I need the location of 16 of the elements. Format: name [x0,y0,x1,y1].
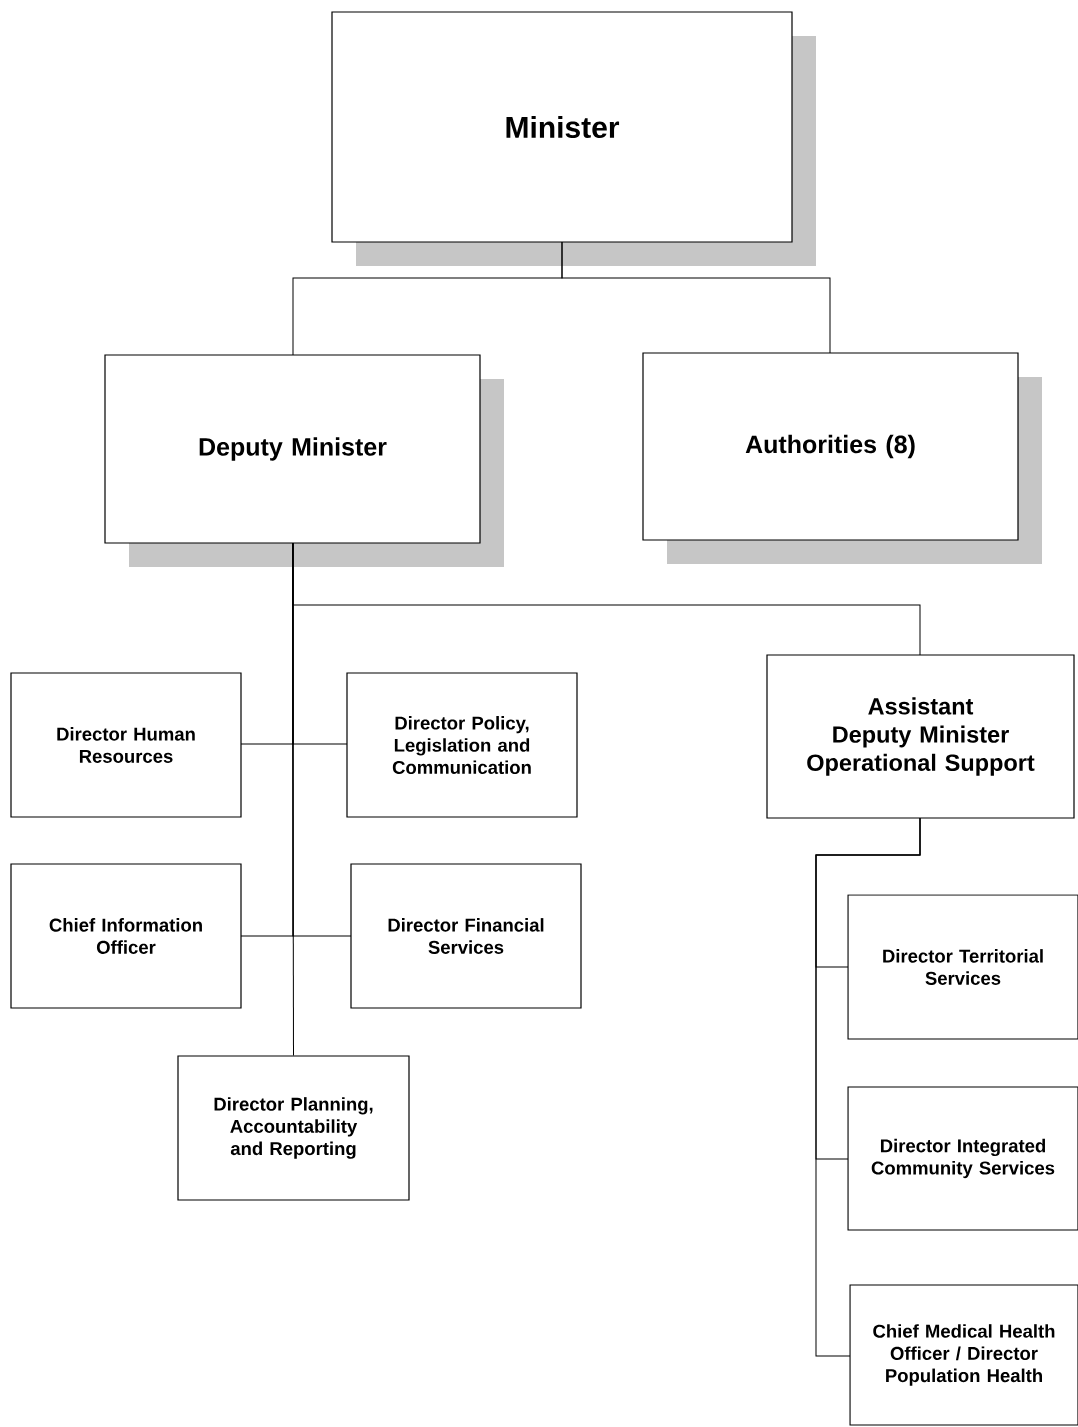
org-box: Director Financial Services [350,863,582,1009]
org-box: Chief Information Officer [10,863,242,1009]
connector-line [292,543,294,1056]
org-box: Director Human Resources [10,672,242,818]
org-box: Chief Medical Health Officer / Director Population Health [849,1284,1078,1426]
org-box: Director Integrated Community Services [847,1086,1078,1231]
org-box: Director Policy, Legislation and Communication [346,672,578,818]
org-box: Deputy Minister [104,354,504,567]
org-box: Minister [331,11,816,266]
connector-line [561,241,831,354]
org-box: Assistant Deputy Minister Operational Support [766,654,1075,819]
org-box: Director Planning, Accountability and Reporting [177,1055,410,1201]
connector-line [815,817,921,1357]
org-box: Director Territorial Services [847,894,1078,1040]
connector-line [292,542,352,937]
org-box: Authorities (8) [642,352,1042,564]
